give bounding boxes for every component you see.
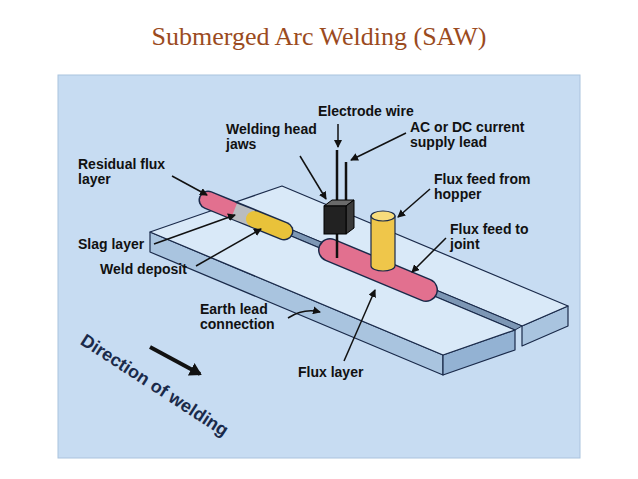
part-label: Weld deposit xyxy=(100,262,187,277)
part-label: Flux feed to joint xyxy=(450,222,548,252)
diagram-title: Submerged Arc Welding (SAW) xyxy=(0,22,638,52)
part-label: Residual flux layer xyxy=(78,157,182,187)
leader-lines xyxy=(154,124,446,361)
welding-head xyxy=(324,200,354,234)
background-panel xyxy=(58,75,580,458)
weld-beads xyxy=(208,200,284,231)
flux-feed-tube xyxy=(371,211,395,271)
part-label: AC or DC current supply lead xyxy=(410,120,548,150)
part-label: Earth lead connection xyxy=(200,302,290,332)
part-label: Flux feed from hopper xyxy=(434,172,552,202)
part-label: Electrode wire xyxy=(318,104,414,119)
part-label: Welding head jaws xyxy=(226,122,326,152)
direction-arrow xyxy=(150,347,200,374)
part-label: Slag layer xyxy=(78,237,144,252)
part-label: Flux layer xyxy=(298,365,363,380)
